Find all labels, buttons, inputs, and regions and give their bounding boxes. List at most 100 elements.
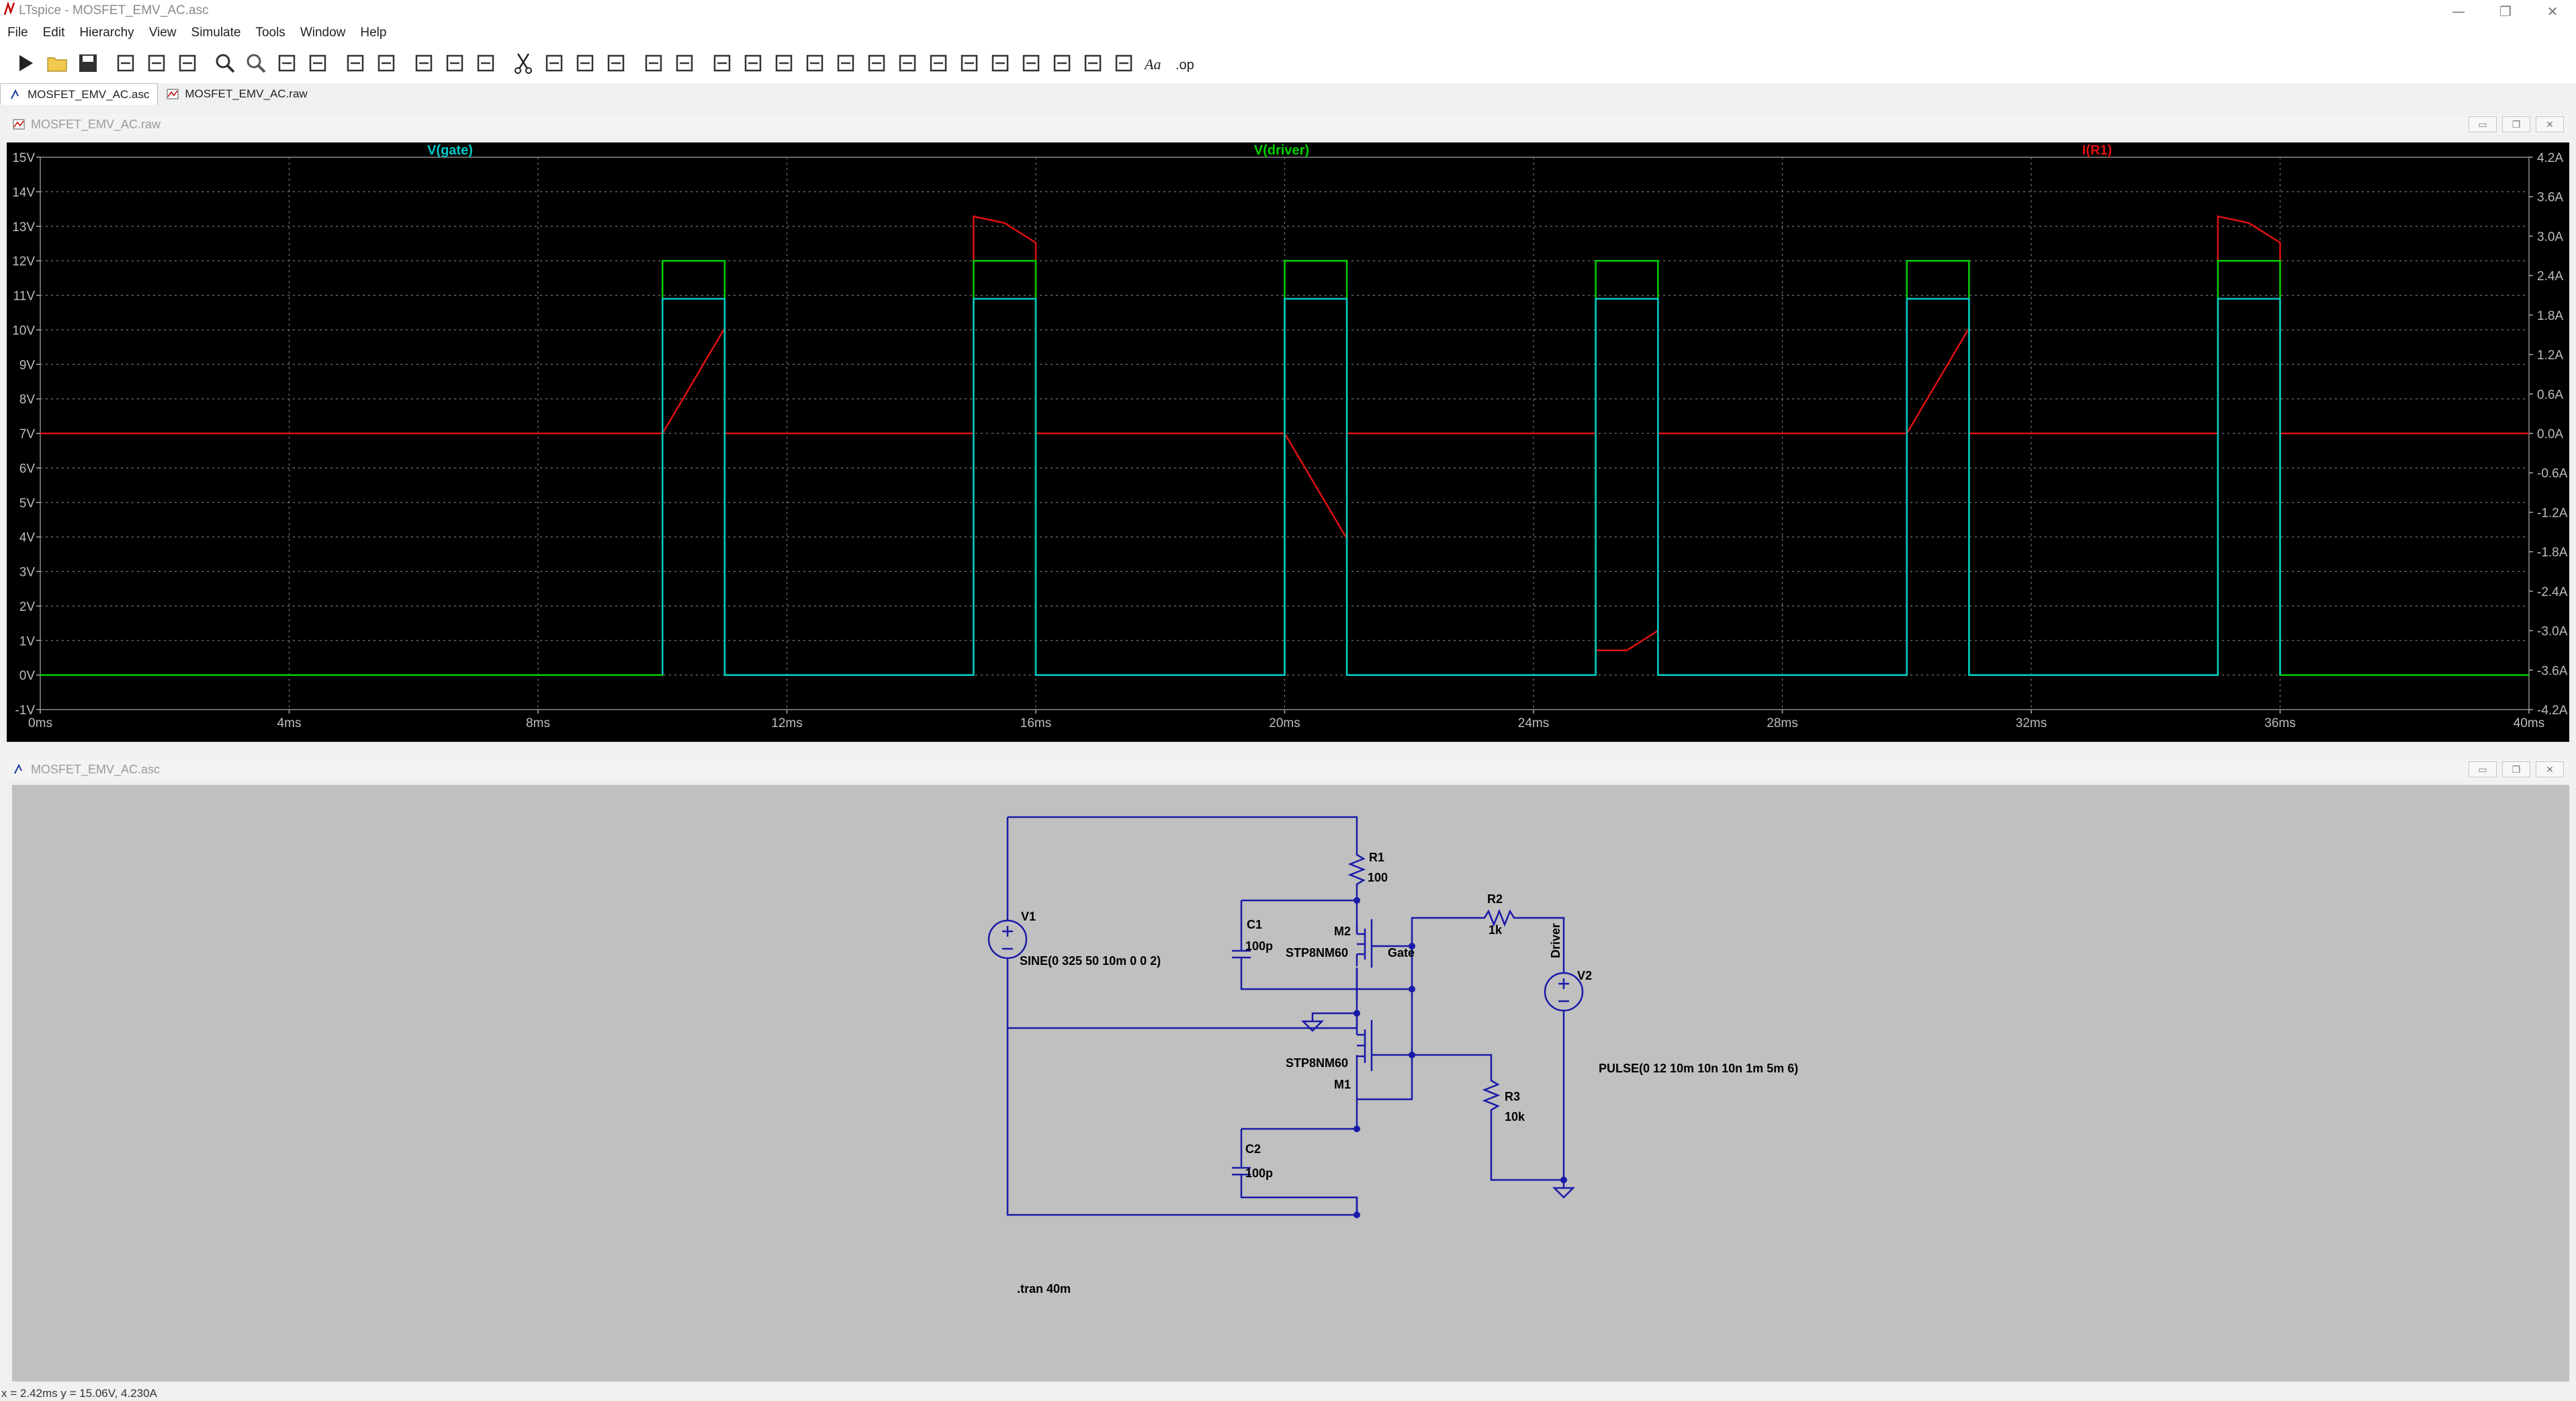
gate-net-label[interactable]: Gate bbox=[1388, 946, 1415, 960]
inductor-button[interactable] bbox=[892, 48, 923, 79]
copy-button[interactable] bbox=[539, 48, 570, 79]
close-button[interactable]: ✕ bbox=[2546, 3, 2559, 19]
schematic-wires[interactable] bbox=[987, 816, 1584, 1216]
cascade-button[interactable] bbox=[470, 48, 501, 79]
halt-button[interactable] bbox=[141, 48, 172, 79]
find-button[interactable] bbox=[601, 48, 631, 79]
menu-tools[interactable]: Tools bbox=[255, 26, 285, 40]
spice-directive-button[interactable]: .op bbox=[1170, 48, 1201, 79]
mirror-button[interactable] bbox=[1108, 48, 1139, 79]
ground-symbol-mid[interactable] bbox=[1300, 1020, 1325, 1032]
wire-r3[interactable] bbox=[1412, 1054, 1564, 1181]
tab-schematic[interactable]: MOSFET_EMV_AC.asc bbox=[0, 83, 159, 105]
source-v1-symbol[interactable] bbox=[987, 919, 1028, 960]
cut-button[interactable] bbox=[508, 48, 539, 79]
source-v2-symbol[interactable] bbox=[1544, 972, 1584, 1012]
resistor-r1-symbol[interactable] bbox=[1347, 849, 1366, 890]
ground-button[interactable] bbox=[738, 48, 768, 79]
v1-value[interactable]: SINE(0 325 50 10m 0 0 2) bbox=[1020, 954, 1161, 968]
zoom-fit-button[interactable] bbox=[302, 48, 333, 79]
c1-label[interactable]: C1 bbox=[1247, 918, 1262, 931]
resistor-button[interactable] bbox=[830, 48, 861, 79]
r3-label[interactable]: R3 bbox=[1505, 1090, 1520, 1103]
wire-c1[interactable] bbox=[1240, 899, 1357, 990]
schematic-svg[interactable]: V1 SINE(0 325 50 10m 0 0 2) R1 100 R2 1k… bbox=[12, 785, 2569, 1382]
m1-label[interactable]: M1 bbox=[1334, 1078, 1351, 1091]
rotate-button[interactable] bbox=[1077, 48, 1108, 79]
menu-view[interactable]: View bbox=[148, 26, 177, 40]
component-button[interactable] bbox=[799, 48, 830, 79]
trace-v-gate[interactable] bbox=[662, 298, 2281, 676]
tile-vertical-button[interactable] bbox=[408, 48, 439, 79]
c2-value[interactable]: 100p bbox=[1245, 1166, 1273, 1180]
wire-ground-stub[interactable] bbox=[1311, 989, 1358, 1021]
r2-label[interactable]: R2 bbox=[1487, 892, 1503, 906]
schematic-window-header[interactable]: MOSFET_EMV_AC.asc ▭ ❐ ✕ bbox=[7, 759, 2569, 779]
drag-button[interactable] bbox=[985, 48, 1016, 79]
schematic-close-button[interactable]: ✕ bbox=[2536, 761, 2564, 777]
minimize-button[interactable]: — bbox=[2452, 3, 2465, 19]
v2-label[interactable]: V2 bbox=[1577, 969, 1592, 982]
tile-horizontal-button[interactable] bbox=[439, 48, 470, 79]
restore-button[interactable]: ❐ bbox=[2499, 3, 2512, 19]
redo-button[interactable] bbox=[1047, 48, 1077, 79]
menu-simulate[interactable]: Simulate bbox=[191, 26, 241, 40]
wire-outer-loop[interactable] bbox=[1008, 816, 1358, 849]
wire-m1-source[interactable] bbox=[1356, 1055, 1413, 1129]
v2-value[interactable]: PULSE(0 12 10m 10n 10n 1m 5m 6) bbox=[1599, 1062, 1798, 1075]
waveform-minimize-button[interactable]: ▭ bbox=[2469, 116, 2497, 132]
zoom-back-button[interactable] bbox=[271, 48, 302, 79]
wire-bottom-return[interactable] bbox=[1006, 1028, 1358, 1216]
m2-label[interactable]: M2 bbox=[1334, 925, 1351, 938]
paste-button[interactable] bbox=[570, 48, 601, 79]
wire-v1-top[interactable] bbox=[1006, 817, 1358, 1029]
move-button[interactable] bbox=[954, 48, 985, 79]
spice-directive[interactable]: .tran 40m bbox=[1017, 1282, 1071, 1296]
c1-value[interactable]: 100p bbox=[1245, 939, 1273, 953]
schematic-restore-button[interactable]: ❐ bbox=[2502, 761, 2530, 777]
waveform-window-header[interactable]: MOSFET_EMV_AC.raw ▭ ❐ ✕ bbox=[7, 114, 2569, 134]
save-button[interactable] bbox=[73, 48, 103, 79]
print-preview-button[interactable] bbox=[669, 48, 700, 79]
run-button[interactable] bbox=[11, 48, 42, 79]
waveform-restore-button[interactable]: ❐ bbox=[2502, 116, 2530, 132]
r3-value[interactable]: 10k bbox=[1505, 1110, 1525, 1123]
trace-label-2[interactable]: I(R1) bbox=[2082, 143, 2112, 158]
source-v1-polarity[interactable] bbox=[1002, 926, 1013, 950]
autorange-button[interactable] bbox=[340, 48, 371, 79]
wire-gate-down[interactable] bbox=[1372, 989, 1413, 1056]
schematic-canvas[interactable]: V1 SINE(0 325 50 10m 0 0 2) R1 100 R2 1k… bbox=[12, 785, 2569, 1382]
capacitor-c2-symbol[interactable] bbox=[1232, 1166, 1251, 1176]
undo-button[interactable] bbox=[1016, 48, 1047, 79]
v1-label[interactable]: V1 bbox=[1021, 910, 1036, 923]
r2-value[interactable]: 1k bbox=[1489, 923, 1503, 937]
r1-label[interactable]: R1 bbox=[1369, 851, 1384, 864]
mosfet-m2-body[interactable] bbox=[1356, 919, 1373, 968]
menu-edit[interactable]: Edit bbox=[42, 26, 65, 40]
trace-label-0[interactable]: V(gate) bbox=[427, 143, 473, 158]
menu-help[interactable]: Help bbox=[360, 26, 387, 40]
zoom-in-button[interactable] bbox=[210, 48, 240, 79]
tab-waveform[interactable]: MOSFET_EMV_AC.raw bbox=[158, 83, 315, 105]
capacitor-button[interactable] bbox=[861, 48, 892, 79]
menu-file[interactable]: File bbox=[7, 26, 28, 40]
m2-model[interactable]: STP8NM60 bbox=[1286, 946, 1348, 960]
print-button[interactable] bbox=[638, 48, 669, 79]
zoom-out-button[interactable] bbox=[240, 48, 271, 79]
menu-hierarchy[interactable]: Hierarchy bbox=[79, 26, 134, 40]
m1-model[interactable]: STP8NM60 bbox=[1286, 1056, 1348, 1070]
wire-gate-r2[interactable] bbox=[1411, 917, 1479, 946]
text-button[interactable]: Aa bbox=[1139, 48, 1170, 79]
resistor-r3-symbol[interactable] bbox=[1482, 1075, 1501, 1122]
diode-button[interactable] bbox=[923, 48, 954, 79]
waveform-close-button[interactable]: ✕ bbox=[2536, 116, 2564, 132]
wire-r2-driver[interactable] bbox=[1519, 917, 1565, 973]
mosfet-m1-body[interactable] bbox=[1356, 1013, 1373, 1080]
resistor-r2-symbol[interactable] bbox=[1479, 908, 1519, 927]
source-v2-polarity[interactable] bbox=[1558, 978, 1569, 1003]
label-button[interactable] bbox=[768, 48, 799, 79]
schematic-minimize-button[interactable]: ▭ bbox=[2469, 761, 2497, 777]
menu-window[interactable]: Window bbox=[300, 26, 346, 40]
